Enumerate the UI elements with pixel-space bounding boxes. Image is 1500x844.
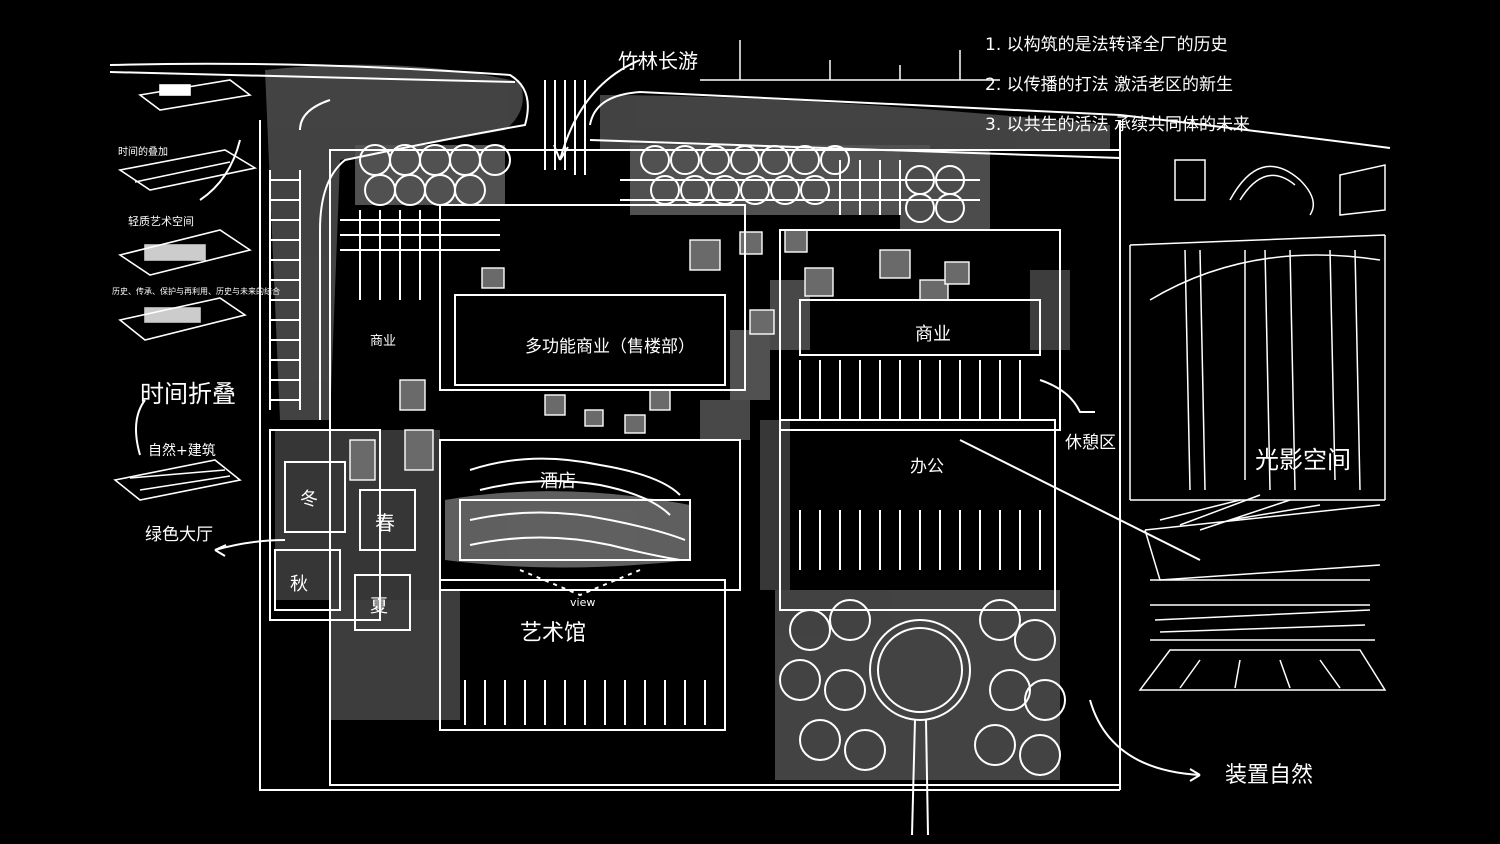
note-3: 3. 以共生的活法 承续共同体的未来 <box>985 115 1250 135</box>
design-notes: 1. 以构筑的是法转译全厂的历史 2. 以传播的打法 激活老区的新生 3. 以共… <box>985 35 1250 135</box>
label-business-corridor: 商业 <box>370 334 396 349</box>
label-art-museum: 艺术馆 <box>520 621 586 646</box>
label-green-hall: 绿色大厅 <box>145 525 213 545</box>
site-linework <box>109 59 1391 836</box>
right-perspective-sketches <box>700 40 1387 691</box>
note-1: 1. 以构筑的是法转译全厂的历史 <box>985 35 1228 55</box>
label-commerce: 商业 <box>915 324 951 345</box>
label-view: view <box>570 596 595 609</box>
label-art-mall: 多功能商业（售楼部） <box>525 337 695 357</box>
label-summer: 夏 <box>370 596 388 617</box>
left-concept-diagrams <box>113 79 258 501</box>
label-light-space: 光影空间 <box>1255 446 1351 474</box>
courtyard-tiles <box>349 229 970 481</box>
label-bamboo-path: 竹林长游 <box>618 49 698 73</box>
label-autumn: 秋 <box>290 574 308 595</box>
label-office: 办公 <box>910 457 944 477</box>
label-hotel: 酒店 <box>540 471 576 492</box>
label-shade-area: 休憩区 <box>1065 433 1116 453</box>
label-install-art: 装置自然 <box>1225 763 1313 788</box>
label-winter: 冬 <box>300 489 318 510</box>
label-left-mid-note: 轻质艺术空间 <box>128 214 194 228</box>
label-ecology: 自然+建筑 <box>148 442 216 459</box>
label-spring: 春 <box>375 511 395 535</box>
label-left-top-note: 时间的叠加 <box>118 145 168 158</box>
sketch-labels: 竹林长游 时间折叠 多功能商业（售楼部） 商业 酒店 办公 艺术馆 view 冬… <box>112 49 1351 788</box>
label-time-fold: 时间折叠 <box>140 380 236 408</box>
label-left-low-note: 历史、传承、保护与再利用、历史与未来的结合 <box>112 286 280 296</box>
note-2: 2. 以传播的打法 激活老区的新生 <box>985 75 1233 95</box>
